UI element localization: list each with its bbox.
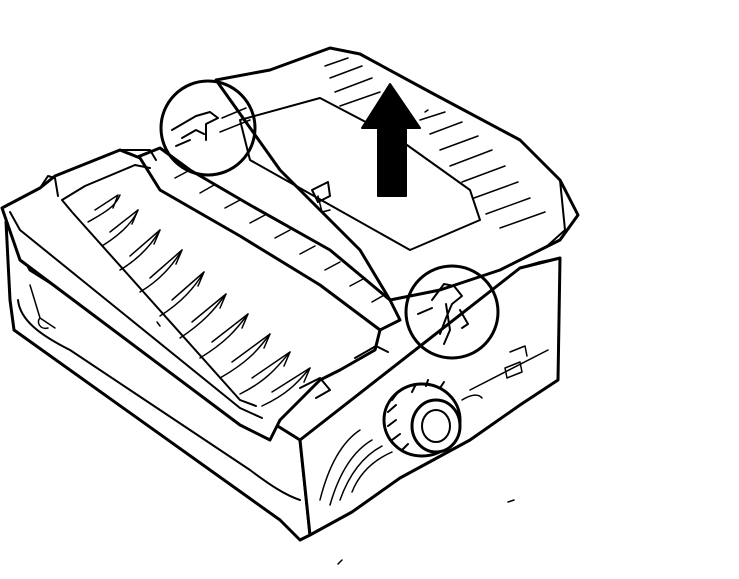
stray-mark — [507, 499, 515, 503]
stray-mark — [337, 559, 343, 565]
left-paper-lever-callout — [159, 79, 257, 177]
right-paper-lever-callout — [404, 264, 500, 360]
stray-mark — [424, 109, 429, 113]
platen-knob — [382, 379, 462, 458]
front-cover — [0, 148, 389, 442]
up-arrow-icon — [361, 83, 421, 197]
